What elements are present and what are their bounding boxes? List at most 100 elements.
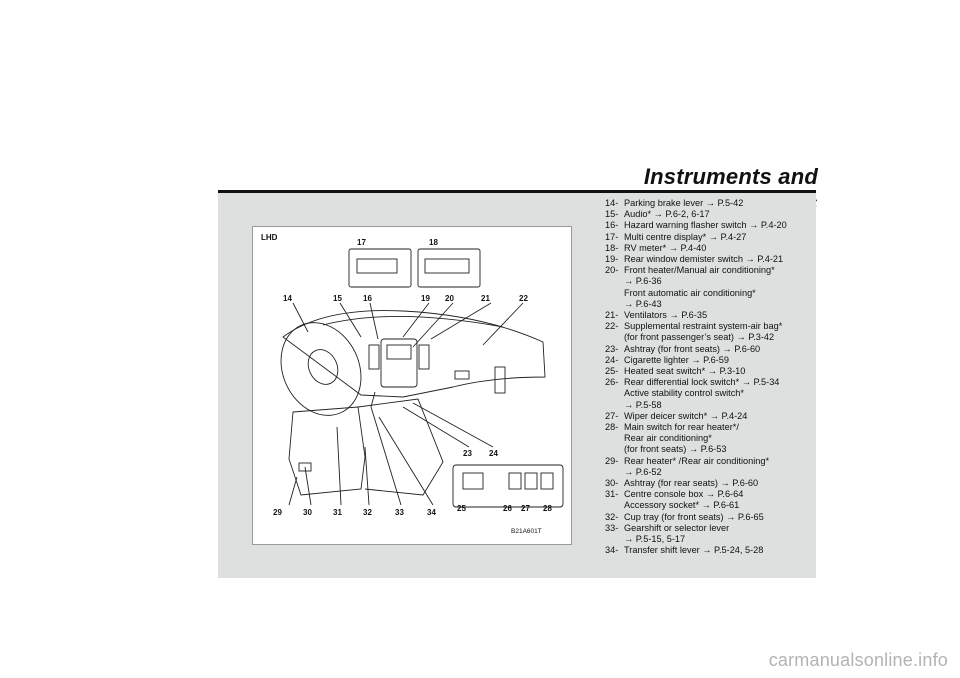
callout-item: 32- Cup tray (for front seats) → P.6-65 bbox=[605, 512, 815, 523]
callout-item: 16- Hazard warning flasher switch → P.4-2… bbox=[605, 220, 815, 231]
callout-text: Ashtray (for front seats) → P.6-60 bbox=[624, 343, 761, 354]
rear-diff-lock-switch bbox=[508, 472, 522, 490]
callout-number: 31- bbox=[605, 489, 619, 500]
callout-item: 30-Ashtray (for rear seats) → P.6-60 bbox=[605, 478, 815, 489]
callout-item: 22-Supplemental restraint system-air bag… bbox=[605, 321, 815, 343]
figure-label: 30 bbox=[303, 508, 312, 517]
callout-text: Front automatic air conditioning* bbox=[624, 287, 756, 298]
callout-item: 33-Gearshift or selector lever→ P.5-15, … bbox=[605, 523, 815, 545]
callout-number: 16- bbox=[605, 220, 619, 231]
callout-item: 19-Rear window demister switch → P.4-21 bbox=[605, 254, 815, 265]
multi-centre-display-inset bbox=[348, 248, 412, 288]
callout-item: 25-Heated seat switch* → P.3-10 bbox=[605, 366, 815, 377]
callout-text: → P.6-52 bbox=[624, 466, 662, 477]
figure-label: 22 bbox=[519, 294, 528, 303]
callout-number: 27- bbox=[605, 410, 619, 421]
figure-label: 31 bbox=[333, 508, 342, 517]
callout-text: Hazard warning flasher switch → P.4-20 bbox=[624, 220, 787, 231]
callout-number: 32- bbox=[605, 511, 619, 522]
callout-item: 17-Multi centre display* → P.4-27 bbox=[605, 232, 815, 243]
callout-text: → P.6-43 bbox=[624, 298, 662, 309]
callout-number: 34- bbox=[605, 545, 619, 556]
steering-hub bbox=[307, 349, 339, 385]
callout-text: Rear differential lock switch* → P.5-34 bbox=[624, 377, 780, 388]
figure-label: 33 bbox=[395, 508, 404, 517]
title-rule bbox=[218, 190, 816, 193]
callout-text: Active stability control switch* bbox=[624, 388, 744, 399]
callout-number: 26- bbox=[605, 377, 619, 388]
figure-label: 25 bbox=[457, 504, 466, 513]
centre-console bbox=[357, 398, 444, 496]
centre-stack bbox=[380, 338, 418, 388]
callout-item: 15-Audio* → P.6-2, 6-17 bbox=[605, 209, 815, 220]
callout-text: Wiper deicer switch* → P.4-24 bbox=[624, 410, 748, 421]
callout-text: Ashtray (for rear seats) → P.6-60 bbox=[624, 478, 759, 489]
callout-text: Cigarette lighter → P.6-59 bbox=[624, 354, 730, 365]
callout-number: 15- bbox=[605, 209, 619, 220]
centre-console-box bbox=[288, 406, 366, 496]
callout-number: 22- bbox=[605, 321, 619, 332]
figure-label: 28 bbox=[543, 504, 552, 513]
side-vent bbox=[494, 366, 506, 394]
callout-text: Main switch for rear heater*/ bbox=[624, 422, 739, 433]
callout-text: Transfer shift lever → P.5-24, 5-28 bbox=[624, 545, 764, 556]
callout-item: 26- Rear differential lock switch* → P.5-… bbox=[605, 377, 815, 411]
figure-label: 20 bbox=[445, 294, 454, 303]
watermark: carmanualsonline.info bbox=[768, 650, 948, 670]
callout-text: Centre console box → P.6-64 bbox=[624, 489, 744, 500]
callout-text: Cup tray (for front seats) → P.6-65 bbox=[624, 511, 764, 522]
callout-text: Rear window demister switch → P.4-21 bbox=[624, 254, 784, 265]
figure-label: 34 bbox=[427, 508, 436, 517]
centre-right-vent bbox=[418, 344, 430, 370]
steering-wheel bbox=[280, 322, 362, 416]
figure-label: 14 bbox=[283, 294, 292, 303]
figure-label: 17 bbox=[357, 238, 366, 247]
dashboard-drawing: LHD 17 18 14 15 16 19 20 21 22 23 24 25 … bbox=[261, 233, 564, 535]
figure-variant-label: LHD bbox=[261, 233, 278, 242]
callout-number: 33- bbox=[605, 522, 619, 533]
dashboard-top-line bbox=[322, 316, 504, 328]
callout-number: 20- bbox=[605, 265, 619, 276]
rv-meter-screen bbox=[424, 258, 470, 274]
callout-text: Parking brake lever → P.5-42 bbox=[624, 198, 744, 208]
dashboard-illustration: LHD 17 18 14 15 16 19 20 21 22 23 24 25 … bbox=[252, 226, 572, 545]
callout-text: → P.5-58 bbox=[624, 399, 662, 410]
callout-item: 29-Rear heater* /Rear air conditioning*→… bbox=[605, 456, 815, 478]
rear-heater-main-switch bbox=[540, 472, 554, 490]
callout-text: (for front passenger’s seat) → P.3-42 bbox=[624, 332, 775, 343]
figure-label: 21 bbox=[481, 294, 490, 303]
callout-item: 34- Transfer shift lever → P.5-24, 5-28 bbox=[605, 545, 815, 556]
figure-label: 24 bbox=[489, 449, 498, 458]
switch-panel-inset bbox=[452, 464, 564, 508]
callout-text: Ventilators → P.6-35 bbox=[624, 310, 708, 321]
callout-text: Accessory socket* → P.6-61 bbox=[624, 500, 740, 511]
figure-label: 18 bbox=[429, 238, 438, 247]
glovebox-handle bbox=[454, 370, 470, 380]
multi-centre-display-screen bbox=[356, 258, 398, 274]
callout-item: 28- Main switch for rear heater*/Rear air… bbox=[605, 422, 815, 456]
callout-text: Rear air conditioning* bbox=[624, 433, 712, 444]
callout-text: RV meter* → P.4-40 bbox=[624, 242, 707, 253]
callout-number: 24- bbox=[605, 354, 619, 365]
callout-text: Heated seat switch* → P.3-10 bbox=[624, 366, 746, 377]
callout-number: 29- bbox=[605, 455, 619, 466]
rv-meter-inset bbox=[417, 248, 481, 288]
heated-seat-switch bbox=[462, 472, 484, 490]
rear-ashtray bbox=[298, 462, 312, 472]
callout-text: → P.6-36 bbox=[624, 276, 662, 287]
figure-label: 19 bbox=[421, 294, 430, 303]
figure-label: 15 bbox=[333, 294, 342, 303]
callout-item: 23- Ashtray (for front seats) → P.6-60 bbox=[605, 344, 815, 355]
callout-number: 21- bbox=[605, 310, 619, 321]
callout-number: 23- bbox=[605, 343, 619, 354]
callout-text: Gearshift or selector lever bbox=[624, 522, 730, 533]
callout-number: 28- bbox=[605, 422, 619, 433]
callout-text: Multi centre display* → P.4-27 bbox=[624, 231, 747, 242]
callout-number: 18- bbox=[605, 242, 619, 253]
callout-text: (for front seats) → P.6-53 bbox=[624, 444, 727, 455]
figure-code: B21A601T bbox=[511, 528, 542, 535]
figure-label: 29 bbox=[273, 508, 282, 517]
figure-label: 32 bbox=[363, 508, 372, 517]
